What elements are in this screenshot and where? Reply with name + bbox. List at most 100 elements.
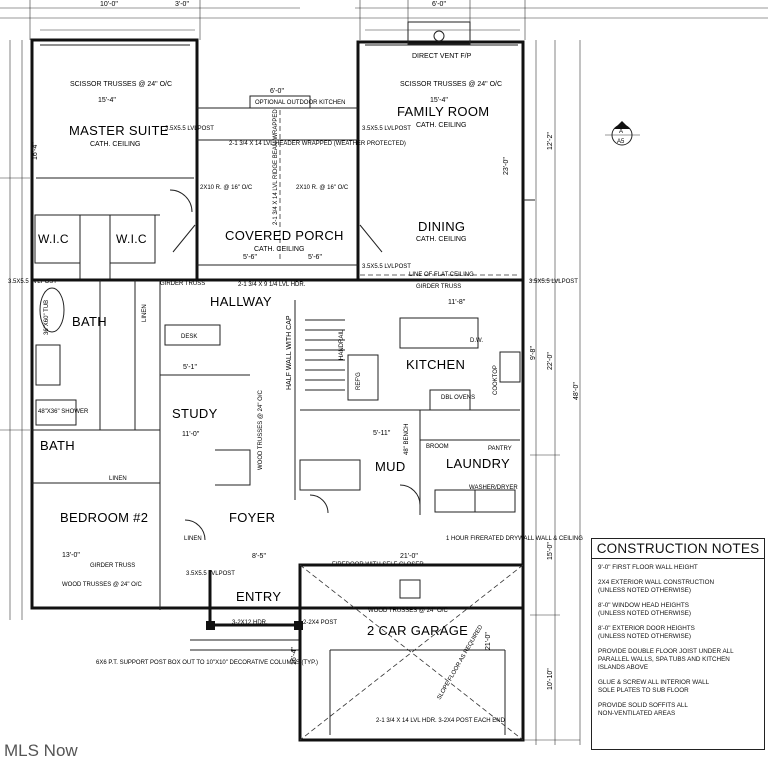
foyer-label: FOYER bbox=[229, 510, 275, 525]
bath-master-label: BATH bbox=[72, 314, 107, 329]
dim-right-10: 10'-10" bbox=[547, 668, 554, 690]
dim-bed-width: 13'-0" bbox=[62, 552, 80, 559]
direct-vent-label: DIRECT VENT F/P bbox=[412, 53, 472, 60]
dim-top-3: 3'-0" bbox=[175, 1, 189, 8]
dim-right-12: 12'-2" bbox=[547, 132, 554, 150]
note-item: 9'-0" FIRST FLOOR WALL HEIGHT bbox=[598, 564, 698, 571]
master-suite-label: MASTER SUITE bbox=[69, 123, 169, 138]
desk-label: DESK bbox=[181, 334, 197, 340]
dim-top-10: 10'-0" bbox=[100, 1, 118, 8]
garage-label: 2 CAR GARAGE bbox=[367, 623, 468, 638]
girder-truss-label-2: GIRDER TRUSS bbox=[160, 281, 205, 287]
shower-label: 48"X36" SHOWER bbox=[38, 409, 89, 415]
watermark-text: MLS Now bbox=[4, 741, 78, 760]
lvl-post-label-3: 3.5X5.5 LVLPOST bbox=[165, 126, 214, 132]
wic-right-label: W.I.C bbox=[116, 232, 147, 246]
girder-truss-label-3: GIRDER TRUSS bbox=[90, 563, 135, 569]
entry-walls bbox=[190, 570, 303, 651]
cooktop-label: COOKTOP bbox=[493, 365, 499, 395]
construction-notes-title: CONSTRUCTION NOTES bbox=[592, 539, 764, 559]
construction-notes-panel: CONSTRUCTION NOTES 9'-0" FIRST FLOOR WAL… bbox=[591, 538, 765, 750]
family-room-label: FAMILY ROOM bbox=[397, 104, 489, 119]
dim-vent-width: 6'-0" bbox=[270, 88, 284, 95]
kitchen-label: KITCHEN bbox=[406, 357, 465, 372]
right-dimension-lines bbox=[520, 40, 581, 745]
bath2-label: BATH bbox=[40, 438, 75, 453]
covered-porch-label: COVERED PORCH bbox=[225, 228, 344, 243]
note-item: 8'-0" WINDOW HEAD HEIGHTS (UNLESS NOTED … bbox=[598, 602, 691, 617]
porch-ceiling-label: CATH. CEILING bbox=[254, 246, 304, 253]
section-mark-letter: A bbox=[619, 129, 623, 135]
entry-label: ENTRY bbox=[236, 589, 281, 604]
lvl-post-label-2: 3.5X5.5 LVLPOST bbox=[529, 279, 578, 285]
mud-label: MUD bbox=[375, 459, 406, 474]
dim-porch-a: 5'-6" bbox=[243, 254, 257, 261]
dim-9-8: 9'-8" bbox=[530, 346, 537, 360]
dim-master-depth: 16'-4" bbox=[32, 142, 39, 160]
dim-total-depth: 48'-0" bbox=[573, 382, 580, 400]
linen-label-1: LINEN bbox=[142, 304, 148, 322]
girder-truss-label: GIRDER TRUSS bbox=[416, 284, 461, 290]
handrail-label: HANDRAIL bbox=[339, 329, 345, 360]
washer-dryer-label: WASHER/DRYER bbox=[469, 485, 518, 491]
laundry-label: LAUNDRY bbox=[446, 456, 510, 471]
ridge-beam-label: 2-1 3/4 X 14 LVL RIDGE BEAM WRAPPED bbox=[273, 109, 279, 225]
main-body-walls bbox=[30, 278, 525, 610]
study-label: STUDY bbox=[172, 406, 218, 421]
garage-walls bbox=[298, 563, 525, 742]
broom-label: BROOM bbox=[426, 444, 449, 450]
note-item: 8'-0" EXTERIOR DOOR HEIGHTS (UNLESS NOTE… bbox=[598, 625, 695, 640]
section-mark-sheet: A5 bbox=[617, 139, 625, 145]
dim-garage-width: 21'-0" bbox=[400, 553, 418, 560]
refg-label: REF'G bbox=[356, 372, 362, 390]
dim-study-width: 11'-0" bbox=[182, 431, 200, 438]
dw-label: D.W. bbox=[470, 338, 483, 344]
bedroom2-label: BEDROOM #2 bbox=[60, 510, 148, 525]
bench-label: 48" BENCH bbox=[404, 424, 410, 455]
dim-foyer-width: 8'-5" bbox=[252, 553, 266, 560]
section-marker bbox=[605, 121, 640, 146]
tub-label: 36"X60" TUB bbox=[44, 300, 50, 335]
rafters-right-label: 2X10 R. @ 16" O/C bbox=[296, 185, 349, 191]
outdoor-kitchen-label: OPTIONAL OUTDOOR KITCHEN bbox=[255, 100, 345, 106]
dim-master-width: 15'-4" bbox=[98, 97, 116, 104]
dim-mud-width: 5'-11" bbox=[373, 430, 391, 437]
note-item: PROVIDE SOLID SOFFITS ALL NON-VENTILATED… bbox=[598, 702, 688, 717]
dim-porch-b: 5'-6" bbox=[308, 254, 322, 261]
family-scissor-label: SCISSOR TRUSSES @ 24" O/C bbox=[400, 81, 502, 88]
wood-trusses-bed: WOOD TRUSSES @ 24" O/C bbox=[62, 582, 142, 588]
support-post-label: 6X6 P.T. SUPPORT POST BOX OUT TO 10"X10"… bbox=[96, 660, 318, 666]
dim-hall-width: 5'-1" bbox=[183, 364, 197, 371]
dim-right-22: 22'-0" bbox=[547, 352, 554, 370]
wic-left-label: W.I.C bbox=[38, 232, 69, 246]
dim-top-6: 6'-0" bbox=[432, 1, 446, 8]
note-item: PROVIDE DOUBLE FLOOR JOIST UNDER ALL PAR… bbox=[598, 648, 734, 671]
rafters-left-label: 2X10 R. @ 16" O/C bbox=[200, 185, 253, 191]
dim-garage-depth: 21'-0" bbox=[485, 632, 492, 650]
half-wall-label: HALF WALL WITH CAP bbox=[286, 315, 293, 390]
dim-dining-width: 11'-8" bbox=[448, 299, 466, 306]
garage-header-label: 2-1 3/4 X 14 LVL HDR. 3-2X4 POST EACH EN… bbox=[376, 718, 506, 724]
covered-porch-outline bbox=[172, 95, 383, 266]
left-dimension-lines bbox=[0, 40, 30, 620]
family-ceiling-label: CATH. CEILING bbox=[416, 122, 466, 129]
entry-post-label: 2-2X4 POST bbox=[303, 620, 337, 626]
note-item: GLUE & SCREW ALL INTERIOR WALL SOLE PLAT… bbox=[598, 679, 710, 694]
linen-label-3: LINEN bbox=[184, 536, 202, 542]
dim-family-width: 15'-4" bbox=[430, 97, 448, 104]
note-item: 2X4 EXTERIOR WALL CONSTRUCTION (UNLESS N… bbox=[598, 579, 715, 594]
top-dimension-lines bbox=[0, 0, 768, 40]
fire-drywall-label: 1 HOUR FIRERATED DRYWALL WALL & CEILING bbox=[446, 536, 583, 542]
construction-notes-list: 9'-0" FIRST FLOOR WALL HEIGHT 2X4 EXTERI… bbox=[592, 559, 764, 718]
dining-label: DINING bbox=[418, 219, 465, 234]
master-ceiling-label: CATH. CEILING bbox=[90, 141, 140, 148]
dbl-ovens-label: DBL OVENS bbox=[441, 395, 475, 401]
flat-ceiling-label: LINE OF FLAT CEILING bbox=[409, 272, 474, 278]
porch-header-label: 2-1 3/4 X 14 LVL HEADER WRAPPED (WEATHER… bbox=[229, 141, 406, 147]
entry-header-label: 3-2X12 HDR. bbox=[232, 620, 268, 626]
pantry-label: PANTRY bbox=[488, 446, 512, 452]
dim-right-15: 15'-0" bbox=[547, 542, 554, 560]
dining-ceiling-label: CATH. CEILING bbox=[416, 236, 466, 243]
dim-16-4: 16'-4" bbox=[291, 647, 298, 665]
